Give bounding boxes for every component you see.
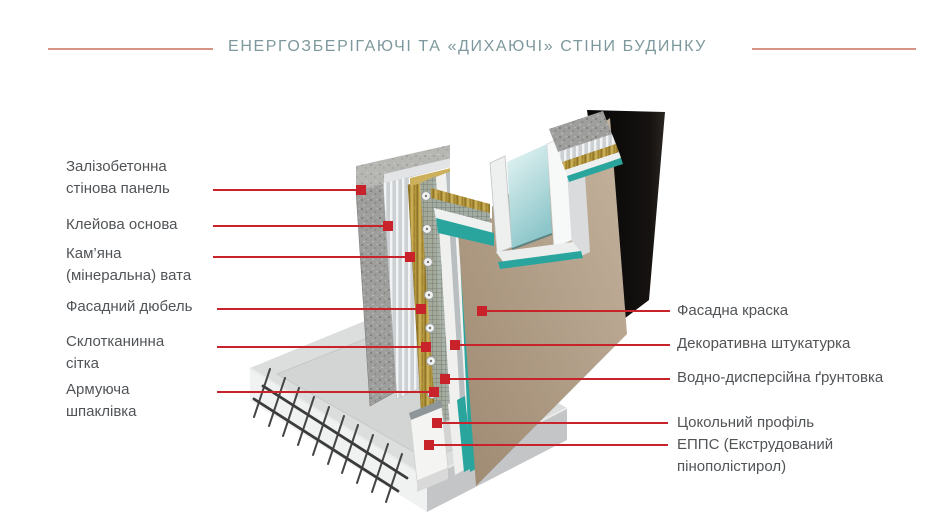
rebar (252, 368, 409, 503)
header: ЕНЕРГОЗБЕРІГАЮЧІ ТА «ДИХАЮЧІ» СТІНИ БУДИ… (0, 38, 935, 62)
title-rule-left (48, 48, 213, 50)
cutaway-bg (450, 95, 561, 219)
window-left-wrap (431, 188, 494, 246)
lintel-stack (549, 111, 623, 182)
label-primer: Водно-дисперсійна ґрунтовка (677, 369, 884, 386)
page-title: ЕНЕРГОЗБЕРІГАЮЧІ ТА «ДИХАЮЧІ» СТІНИ БУДИ… (228, 38, 707, 55)
label-decorative-plaster: Декоративна штукатурка (677, 335, 851, 352)
window-glass (507, 144, 552, 250)
label-plinth-profile: Цокольний профіль (677, 414, 815, 431)
label-adhesive-base: Клейова основа (66, 216, 178, 233)
leader-lines-left (213, 185, 439, 397)
layer-putty (436, 173, 461, 420)
label-facade-paint: Фасадна краска (677, 302, 789, 319)
leader-lines-right (424, 306, 670, 450)
label-facade-dowel: Фасадний дюбель (66, 298, 193, 315)
label-mineral-wool: Кам’яна(мінеральна) вата (66, 245, 192, 284)
plinth-profile (409, 400, 443, 420)
window-sill-primer (498, 251, 583, 269)
window-sill (496, 242, 581, 263)
window (489, 128, 590, 269)
layer-mesh (420, 176, 451, 426)
title-rule-right (752, 48, 916, 50)
